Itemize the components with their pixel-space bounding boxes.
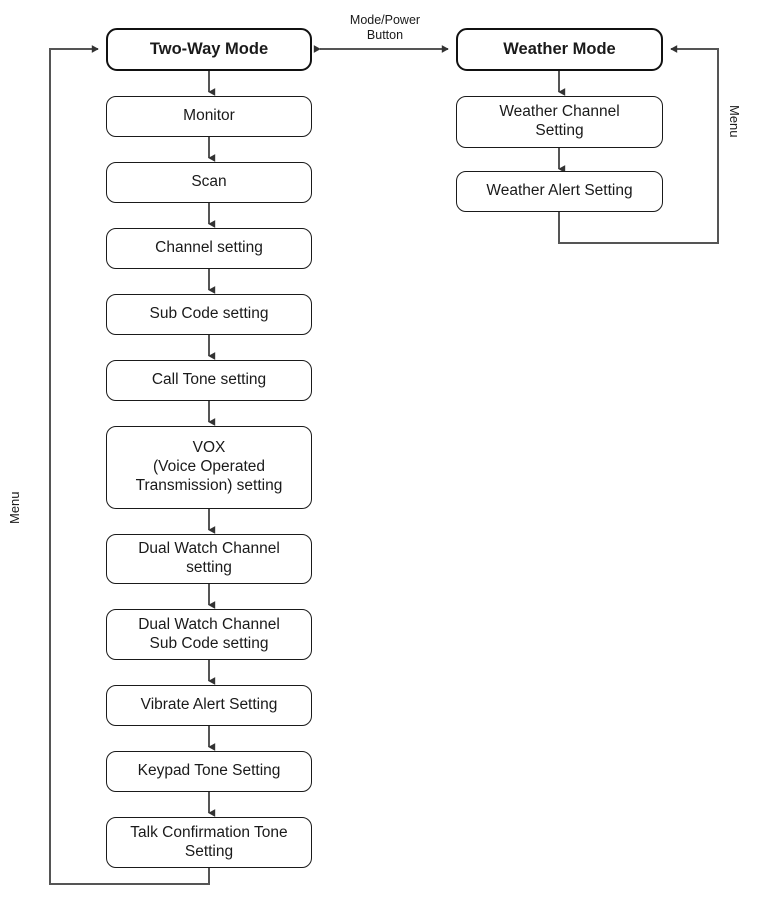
- node-label: Channel setting: [155, 239, 263, 257]
- edge-label-menu-right: Menu: [727, 105, 742, 138]
- node-sub-code-setting[interactable]: Sub Code setting: [106, 294, 312, 335]
- node-label: Weather Channel Setting: [499, 103, 620, 139]
- node-talk-confirmation-tone-setting[interactable]: Talk Confirmation Tone Setting: [106, 817, 312, 868]
- node-channel-setting[interactable]: Channel setting: [106, 228, 312, 269]
- node-weather-channel-setting[interactable]: Weather Channel Setting: [456, 96, 663, 148]
- edge-label-menu-left: Menu: [7, 491, 22, 524]
- node-label: Call Tone setting: [151, 371, 267, 389]
- node-dual-watch-sub-code-setting[interactable]: Dual Watch Channel Sub Code setting: [106, 609, 312, 660]
- node-label: Sub Code setting: [149, 305, 269, 323]
- node-label: Monitor: [183, 107, 235, 125]
- node-label: Two-Way Mode: [149, 40, 269, 59]
- node-keypad-tone-setting[interactable]: Keypad Tone Setting: [106, 751, 312, 792]
- node-weather-mode[interactable]: Weather Mode: [456, 28, 663, 71]
- node-label: Talk Confirmation Tone Setting: [130, 823, 288, 860]
- node-label: Dual Watch Channel setting: [138, 540, 280, 576]
- node-label: Vibrate Alert Setting: [140, 696, 278, 714]
- node-vox-setting[interactable]: VOX (Voice Operated Transmission) settin…: [106, 426, 312, 509]
- node-label: Weather Alert Setting: [486, 182, 633, 200]
- edge-label-mode-power-button: Mode/Power Button: [349, 13, 421, 42]
- node-weather-alert-setting[interactable]: Weather Alert Setting: [456, 171, 663, 212]
- node-label: Weather Mode: [503, 40, 616, 59]
- node-vibrate-alert-setting[interactable]: Vibrate Alert Setting: [106, 685, 312, 726]
- node-two-way-mode[interactable]: Two-Way Mode: [106, 28, 312, 71]
- node-scan[interactable]: Scan: [106, 162, 312, 203]
- node-call-tone-setting[interactable]: Call Tone setting: [106, 360, 312, 401]
- node-monitor[interactable]: Monitor: [106, 96, 312, 137]
- node-label: VOX (Voice Operated Transmission) settin…: [135, 439, 283, 494]
- node-dual-watch-channel-setting[interactable]: Dual Watch Channel setting: [106, 534, 312, 584]
- node-label: Keypad Tone Setting: [137, 762, 281, 780]
- node-label: Dual Watch Channel Sub Code setting: [138, 615, 280, 652]
- node-label: Scan: [191, 173, 227, 191]
